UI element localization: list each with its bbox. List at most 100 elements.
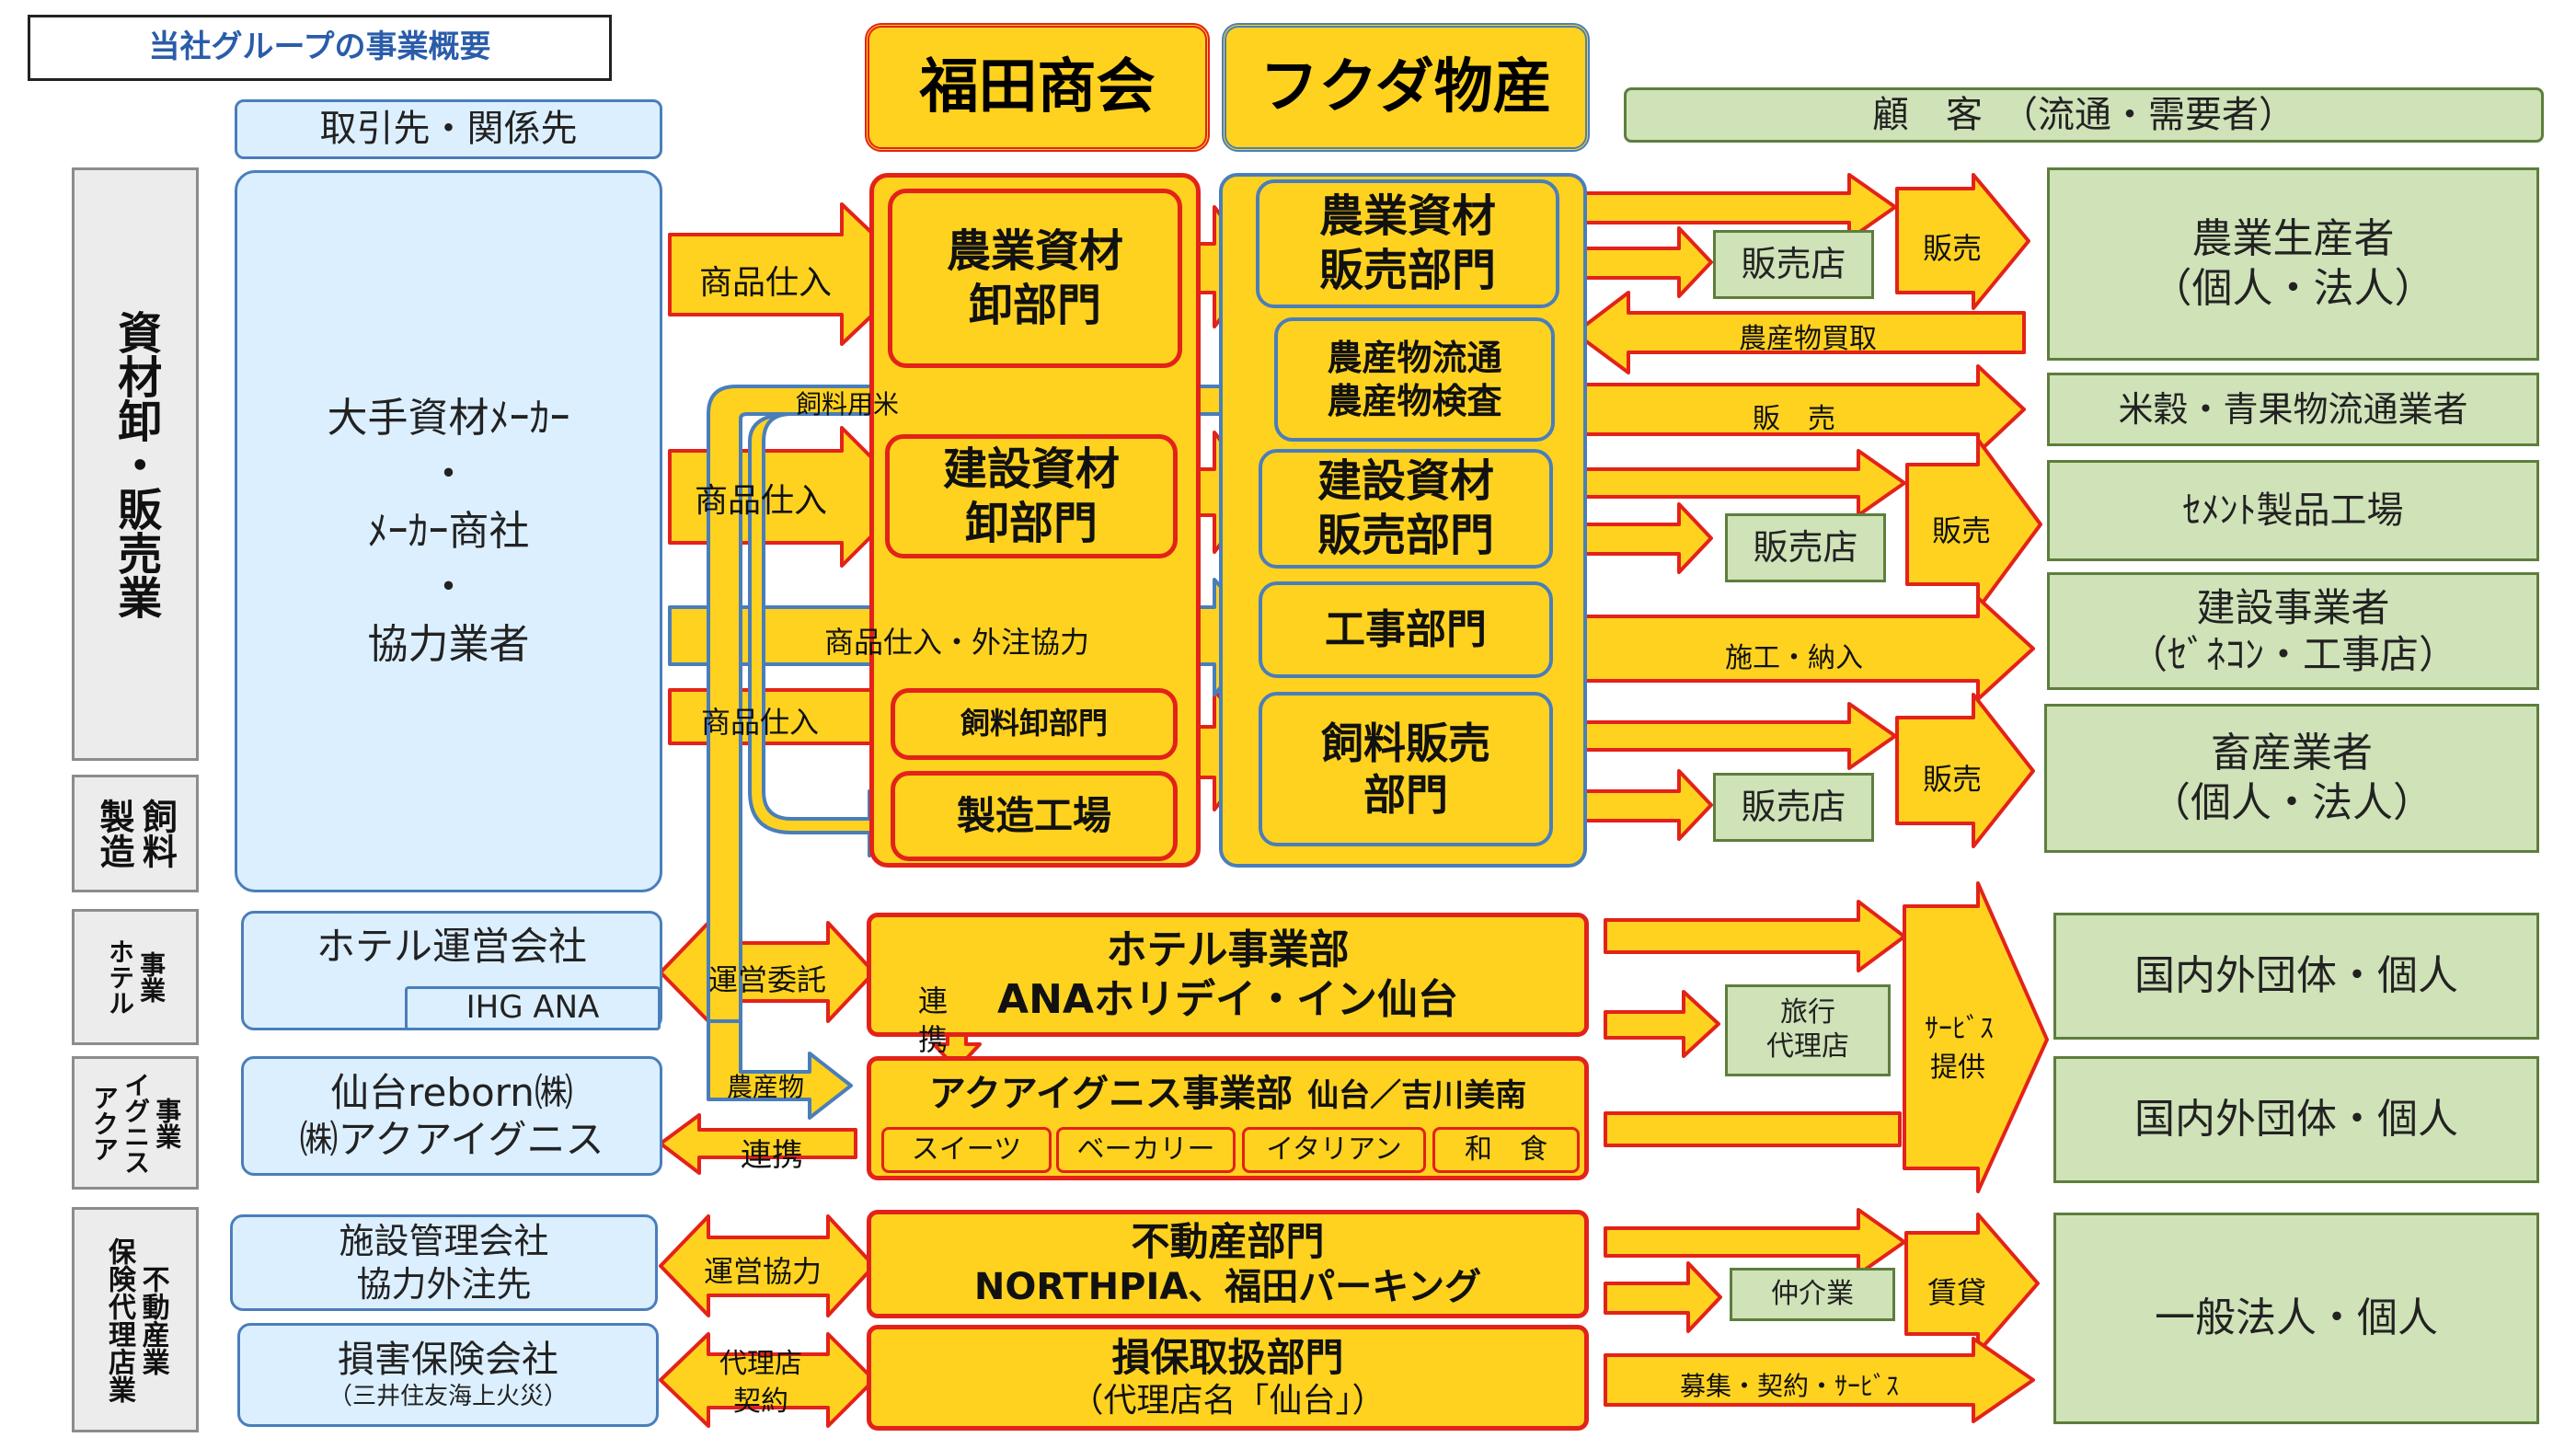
arrow-agri-shop: [1576, 226, 1713, 298]
customer-cement-text: ｾﾒﾝﾄ製品工場: [2182, 489, 2404, 532]
arrow-feed-sell: [1576, 702, 1897, 770]
shokai-factory-text: 製造工場: [956, 793, 1111, 839]
partner-hotel-ops-text: ホテル運営会社: [316, 924, 587, 969]
customer-farmers-line2: （個人・法人）: [2151, 265, 2435, 312]
arrow-hotel-travel: [1604, 990, 1720, 1058]
intermediary-shop2-text: 販売店: [1753, 527, 1858, 569]
customer-farmers: 農業生産者 （個人・法人）: [2047, 167, 2539, 361]
partner-makers-line4: ・: [428, 564, 469, 612]
customer-groups1-text: 国内外団体・個人: [2134, 952, 2458, 1000]
partner-makers: 大手資材ﾒｰｶｰ ・ ﾒｰｶｰ商社 ・ 協力業者: [235, 170, 662, 892]
arrow-aqua: [1604, 1111, 1902, 1147]
category-realestate-text-b: 不動産業: [136, 1264, 169, 1375]
shokai-agri: 農業資材 卸部門: [888, 189, 1182, 368]
partner-makers-line1: 大手資材ﾒｰｶｰ: [327, 394, 570, 442]
arrow-re-broker: [1604, 1261, 1722, 1333]
hotel-division-line2: ANAホリデイ・イン仙台: [997, 975, 1458, 1023]
partner-facility: 施設管理会社 協力外注先: [230, 1214, 658, 1311]
customer-builders: 建設事業者 （ｾﾞﾈｺﾝ・工事店）: [2047, 572, 2539, 690]
arrow-sell2: [1905, 438, 2042, 611]
label-ops-coop: 運営協力: [704, 1254, 822, 1289]
aqua-tag-bakery: ベーカリー: [1056, 1127, 1236, 1173]
label-feed-rice: 飼料用米: [796, 389, 900, 420]
customer-groups2: 国内外団体・個人: [2053, 1056, 2539, 1183]
page-title-text: 当社グループの事業概要: [148, 29, 491, 66]
label-sell2: 販売: [1932, 513, 1992, 548]
customer-general-text: 一般法人・個人: [2155, 1294, 2438, 1342]
bussan-feed-line2: 部門: [1363, 770, 1448, 820]
company2-header: フクダ物産: [1222, 23, 1590, 152]
partner-ihg: IHG ANA: [405, 986, 661, 1030]
category-materials: 資材卸・販売業: [72, 167, 199, 761]
arrow-agri-sell: [1576, 173, 1897, 241]
arrow-re-top: [1604, 1208, 1906, 1276]
shokai-feed-text: 飼料卸部門: [960, 706, 1108, 742]
partner-reborn-line2: ㈱アクアイグニス: [299, 1117, 604, 1162]
aqua-division-title: アクアイグニス事業部: [928, 1073, 1294, 1115]
customer-livestock-line1: 畜産業者: [2211, 730, 2373, 777]
bussan-agri-line2: 販売部門: [1318, 245, 1496, 296]
aqua-tag-washoku-text: 和 食: [1465, 1133, 1547, 1166]
insurance-division-line1: 損保取扱部門: [1111, 1334, 1344, 1380]
category-feed: 製造 飼料: [72, 775, 199, 892]
realestate-division-line2: NORTHPIA、福田パーキング: [973, 1266, 1482, 1309]
partner-reborn-line1: 仙台reborn㈱: [330, 1069, 573, 1115]
page-title: 当社グループの事業概要: [28, 15, 612, 81]
label-lease: 賃貸: [1927, 1275, 1987, 1310]
partner-facility-line2: 協力外注先: [356, 1263, 532, 1305]
partner-facility-line1: 施設管理会社: [339, 1221, 549, 1262]
label-service-2: 提供: [1930, 1052, 1985, 1084]
realestate-division-line1: 不動産部門: [1131, 1218, 1325, 1264]
category-hotel: ホテル 事業: [72, 909, 199, 1045]
company1-header: 福田商会: [865, 23, 1210, 152]
company1-header-text: 福田商会: [919, 52, 1156, 121]
realestate-division: 不動産部門 NORTHPIA、福田パーキング: [867, 1210, 1589, 1318]
arrow-sell3: [1895, 693, 2035, 848]
customer-livestock: 畜産業者 （個人・法人）: [2044, 704, 2539, 853]
shokai-const-line2: 卸部門: [964, 497, 1098, 549]
bussan-produce: 農産物流通 農産物検査: [1274, 317, 1555, 442]
arrow-service: [1903, 881, 2049, 1193]
category-aqua: アクア イグニス 事業: [72, 1056, 199, 1190]
category-aqua-text-a: アクア: [88, 1084, 120, 1162]
label-sell-rice: 販 売: [1753, 403, 1835, 435]
customer-general: 一般法人・個人: [2053, 1213, 2539, 1424]
partner-insurance: 損害保険会社 （三井住友海上火災）: [237, 1323, 659, 1427]
arrow-lease: [1904, 1213, 2040, 1354]
bussan-const-line1: 建設資材: [1317, 455, 1494, 508]
category-aqua-text-b: イグニス: [121, 1071, 152, 1175]
category-realestate: 保険代理店業 不動産業: [72, 1207, 199, 1432]
aqua-tag-sweets: スイーツ: [881, 1127, 1052, 1173]
hotel-division: ホテル事業部 ANAホリデイ・イン仙台: [867, 913, 1589, 1037]
bussan-feed-line1: 飼料販売: [1321, 718, 1490, 768]
insurance-division-line2: （代理店名「仙台」）: [1070, 1382, 1386, 1420]
intermediary-travel-line2: 代理店: [1766, 1030, 1849, 1063]
arrow-const-shop: [1576, 502, 1713, 574]
intermediary-shop1-text: 販売店: [1741, 244, 1846, 285]
intermediary-shop1: 販売店: [1713, 230, 1874, 299]
customer-groups2-text: 国内外団体・個人: [2134, 1096, 2458, 1144]
label-sell1: 販売: [1923, 231, 1983, 266]
partner-insurance-line1: 損害保険会社: [338, 1339, 558, 1382]
arrow-hotel-top: [1604, 900, 1906, 972]
label-sell3: 販売: [1923, 762, 1983, 797]
label-produce: 農産物: [727, 1072, 805, 1102]
category-realestate-text-a: 保険代理店業: [103, 1236, 135, 1403]
arrow-install: [1576, 596, 2035, 701]
bussan-agri-line1: 農業資材: [1318, 190, 1496, 243]
shokai-factory: 製造工場: [891, 771, 1178, 861]
aqua-tag-sweets-text: スイーツ: [911, 1133, 1022, 1166]
customer-rice-text: 米穀・青果物流通業者: [2118, 388, 2468, 430]
partners-header-text: 取引先・関係先: [319, 108, 578, 151]
intermediary-broker-text: 仲介業: [1771, 1277, 1854, 1310]
aqua-tag-italian-text: イタリアン: [1266, 1133, 1402, 1166]
bussan-const-line2: 販売部門: [1317, 510, 1494, 561]
customer-farmers-line1: 農業生産者: [2191, 215, 2395, 263]
label-link-v2: 携: [918, 1022, 949, 1057]
shokai-agri-line2: 卸部門: [968, 279, 1101, 331]
category-aqua-text-c: 事業: [152, 1097, 183, 1149]
label-purchase3: 商品仕入・外注協力: [823, 625, 1090, 660]
hotel-division-line1: ホテル事業部: [1106, 926, 1350, 973]
shokai-const: 建設資材 卸部門: [885, 434, 1178, 558]
category-materials-text: 資材卸・販売業: [109, 309, 162, 619]
